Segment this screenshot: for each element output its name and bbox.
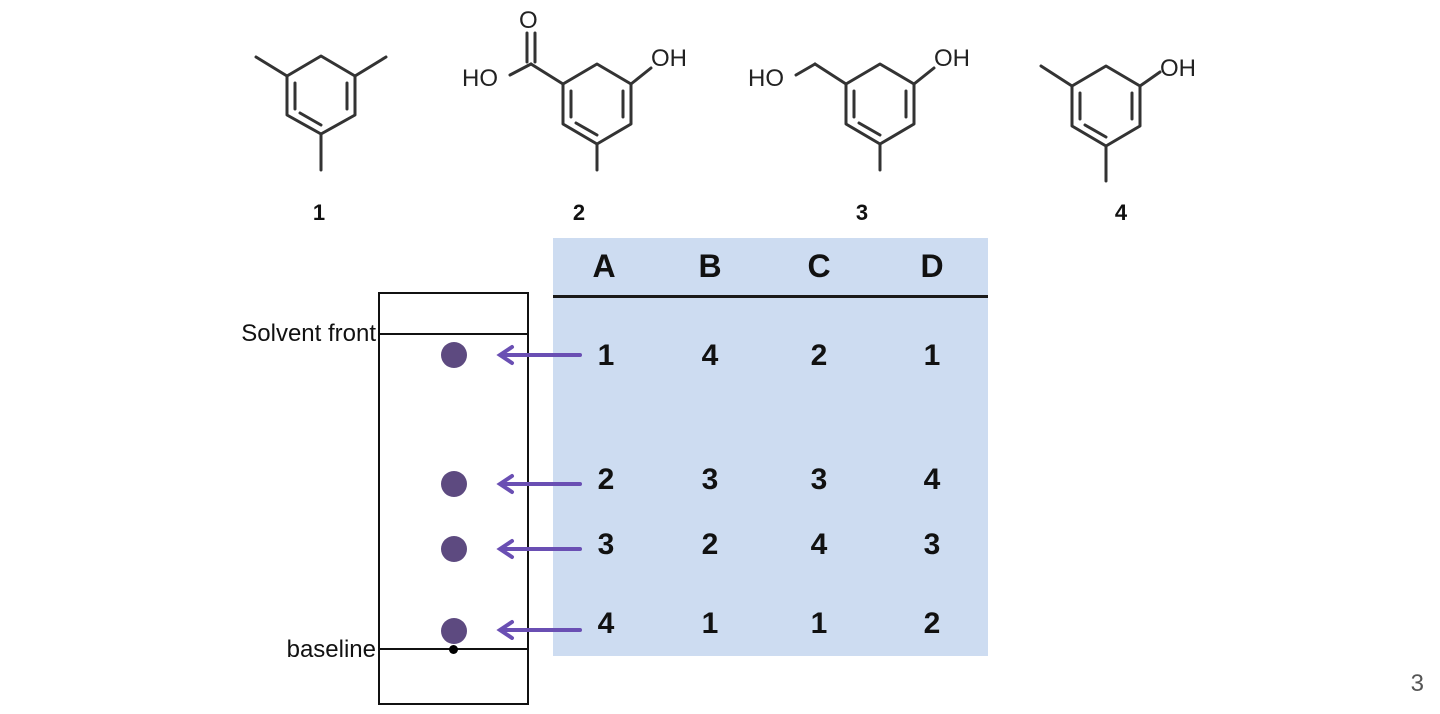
table-cell: 2 <box>597 463 615 496</box>
label-4-phenol-oh: OH <box>1160 55 1196 82</box>
label-3-alcohol-ho: HO <box>748 65 784 92</box>
table-cell: 1 <box>923 339 941 372</box>
solvent-front-label: Solvent front <box>241 320 376 347</box>
table-cell: 1 <box>701 607 719 640</box>
spot-arrows <box>496 345 582 640</box>
structure-4 <box>1039 64 1162 183</box>
arrow-row-3 <box>496 539 582 559</box>
compound-number-4: 4 <box>1114 200 1128 225</box>
column-header-b: B <box>698 248 722 284</box>
table-cell: 1 <box>810 607 828 640</box>
structure-2 <box>508 31 653 172</box>
column-header-a: A <box>592 248 616 284</box>
compound-number-1: 1 <box>312 200 326 225</box>
table-cell: 2 <box>701 528 719 561</box>
tlc-spot <box>441 471 467 497</box>
arrow-row-4 <box>496 620 582 640</box>
column-header-d: D <box>920 248 944 284</box>
label-2-phenol-oh: OH <box>651 45 687 72</box>
origin-dot <box>449 645 458 654</box>
tlc-spot <box>441 618 467 644</box>
table-header-rule <box>553 295 988 298</box>
answer-table-background <box>553 238 988 656</box>
structure-3 <box>794 62 936 172</box>
page-number: 3 <box>1410 670 1424 697</box>
solvent-front-line <box>378 333 529 335</box>
table-cell: 2 <box>810 339 828 372</box>
arrow-row-1 <box>496 345 582 365</box>
table-cell: 4 <box>810 528 828 561</box>
table-cell: 1 <box>597 339 615 372</box>
table-cell: 3 <box>923 528 941 561</box>
table-cell: 3 <box>597 528 615 561</box>
tlc-spot <box>441 536 467 562</box>
compound-number-2: 2 <box>572 200 586 225</box>
tlc-plate <box>378 292 529 705</box>
label-2-carbonyl-o: O <box>519 7 538 34</box>
structures-drawing: O HO OH HO OH OH <box>254 7 1196 183</box>
table-cell: 4 <box>701 339 719 372</box>
baseline-label: baseline <box>286 636 376 663</box>
column-header-c: C <box>807 248 831 284</box>
label-2-acid-ho: HO <box>462 65 498 92</box>
table-cell: 3 <box>701 463 719 496</box>
table-cell: 2 <box>923 607 941 640</box>
arrow-row-2 <box>496 474 582 494</box>
structure-1 <box>254 54 388 172</box>
table-cell: 4 <box>597 607 615 640</box>
table-cell: 3 <box>810 463 828 496</box>
tlc-spot <box>441 342 467 368</box>
compound-number-3: 3 <box>855 200 869 225</box>
label-3-phenol-oh: OH <box>934 45 970 72</box>
table-cell: 4 <box>923 463 941 496</box>
